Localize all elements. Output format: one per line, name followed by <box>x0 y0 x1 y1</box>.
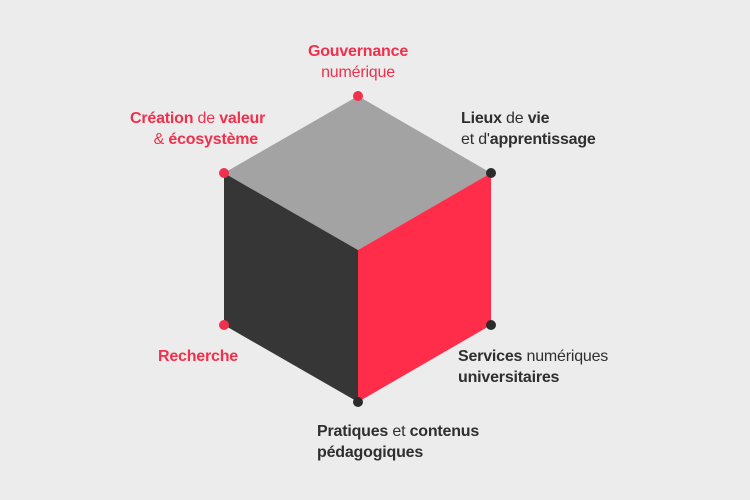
cube-right-face <box>358 173 491 402</box>
label-pratiques-word3: contenus <box>409 423 480 440</box>
label-lieux-word4: et d' <box>461 131 490 148</box>
cube-top-face <box>224 96 491 250</box>
label-creation-word2: de <box>193 110 220 127</box>
vertex-dot-upper-right <box>486 168 496 178</box>
vertex-dot-upper-left <box>219 168 229 178</box>
label-recherche-line1: Recherche <box>157 348 238 365</box>
label-gouvernance-line2: numérique <box>321 64 395 81</box>
label-lieux-word2: de <box>501 110 528 127</box>
label-lieux-word5: apprentissage <box>489 131 596 148</box>
label-creation-word3: valeur <box>219 110 266 127</box>
label-lieux-word3: vie <box>527 110 550 127</box>
label-lieux-word1: Lieux <box>461 110 502 127</box>
label-recherche: Recherche <box>138 346 238 367</box>
vertex-dot-bottom <box>353 397 363 407</box>
label-pratiques-word2: et <box>388 423 410 440</box>
label-gouvernance-line1: Gouvernance <box>307 43 409 60</box>
label-pratiques-word4: pédagogiques <box>317 444 424 461</box>
label-creation: Création de valeur & écosystème <box>130 108 265 150</box>
label-services-word3: universitaires <box>458 369 560 386</box>
vertex-dot-top <box>353 91 363 101</box>
label-services-word2: numériques <box>522 348 609 365</box>
label-gouvernance: Gouvernance numérique <box>300 41 416 83</box>
vertex-dot-lower-right <box>486 320 496 330</box>
label-services-word1: Services <box>458 348 523 365</box>
label-pratiques-word1: Pratiques <box>317 423 389 440</box>
label-creation-word1: Création <box>130 110 194 127</box>
label-creation-word5: écosystème <box>168 131 258 148</box>
label-services: Services numériques universitaires <box>458 346 608 388</box>
vertex-dot-lower-left <box>219 320 229 330</box>
cube-left-face <box>224 173 358 402</box>
label-pratiques: Pratiques et contenus pédagogiques <box>317 421 479 463</box>
label-creation-word4: & <box>153 131 169 148</box>
label-lieux: Lieux de vie et d'apprentissage <box>461 108 596 150</box>
